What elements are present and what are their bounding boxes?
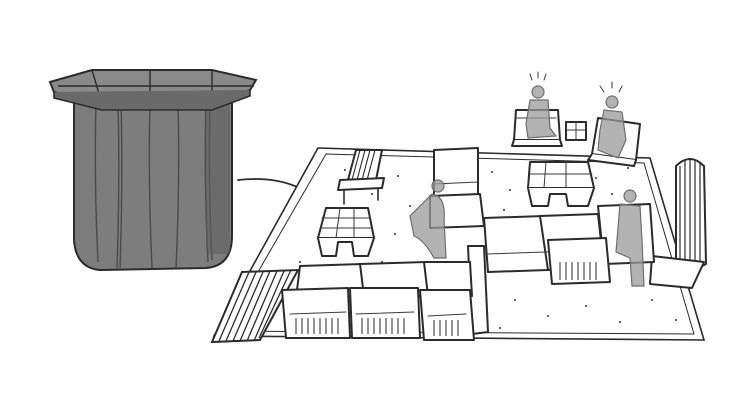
striped-mat <box>210 268 300 344</box>
stool-cluster-left <box>317 207 375 257</box>
small-cube-table <box>565 121 587 141</box>
person-figures <box>409 71 645 287</box>
ottoman-body <box>73 97 233 272</box>
ottoman-detail <box>48 69 258 272</box>
slatted-screen <box>649 158 707 289</box>
stool-cluster-right <box>527 161 595 207</box>
person-icon <box>615 189 645 287</box>
person-icon <box>597 81 627 159</box>
side-table <box>337 177 385 205</box>
person-icon <box>525 71 558 139</box>
person-icon <box>409 179 447 259</box>
